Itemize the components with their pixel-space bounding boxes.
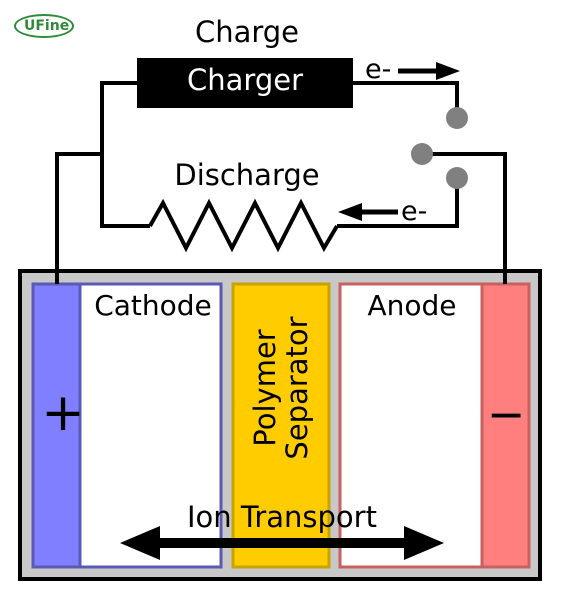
ion-transport-label: Ion Transport	[187, 500, 377, 534]
ufine-logo: UFine	[14, 14, 78, 40]
electron-arrow-bottom	[338, 203, 398, 221]
switch-contact-common	[411, 143, 433, 165]
separator	[231, 282, 331, 569]
anode-material	[338, 282, 484, 569]
electron-label-top: e-	[365, 54, 391, 85]
switch-contact-discharge	[446, 167, 468, 189]
ion-transport-arrow	[120, 526, 444, 560]
logo-oval	[14, 14, 74, 38]
logo-text: UFine	[24, 18, 70, 34]
charger-box	[137, 58, 353, 108]
wire-discharge-right	[337, 186, 459, 228]
separator-label-line2: Separator	[280, 316, 314, 459]
resistor	[148, 198, 339, 253]
minus-sign: −	[487, 387, 526, 441]
cathode-material	[78, 282, 223, 569]
discharge-label: Discharge	[174, 158, 319, 192]
plus-sign: +	[41, 383, 85, 443]
wire-charge-loop	[100, 81, 139, 154]
wire-discharge-left	[100, 154, 150, 228]
anode-label: Anode	[367, 289, 456, 322]
electron-arrow-top	[398, 62, 460, 80]
switch-contact-charge	[446, 107, 468, 129]
charge-label: Charge	[195, 15, 299, 49]
cathode-label: Cathode	[94, 289, 212, 322]
separator-label-line1: Polymer	[248, 329, 282, 447]
wire-charger-right	[353, 81, 459, 110]
electron-label-bottom: e-	[401, 196, 427, 227]
wire-anode-lead	[430, 152, 507, 284]
anode-collector	[480, 282, 531, 569]
wire-cathode-lead	[55, 152, 102, 284]
charger-label: Charger	[187, 63, 303, 97]
